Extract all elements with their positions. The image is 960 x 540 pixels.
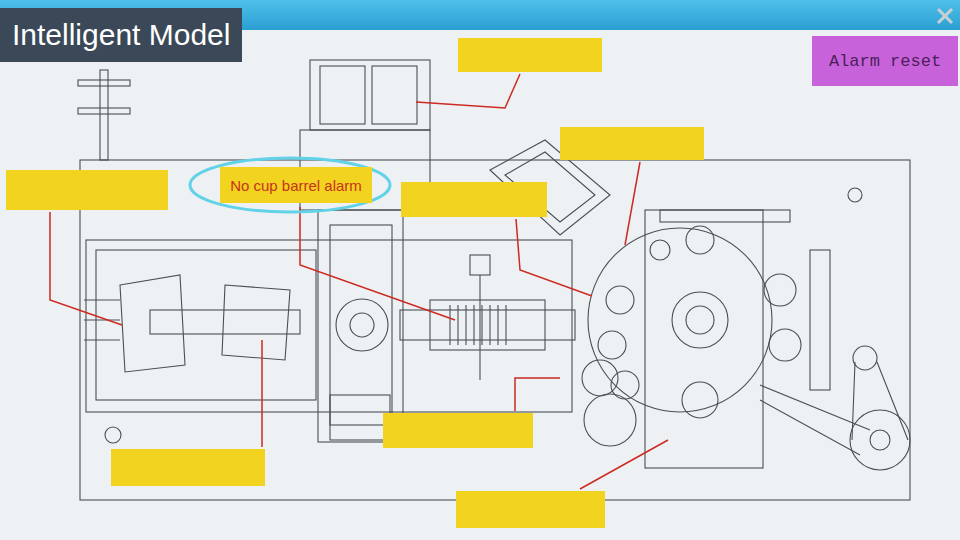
- leader-lines: [50, 74, 668, 489]
- node-text: No cup barrel alarm: [230, 177, 362, 194]
- machine-drawing: [78, 60, 910, 500]
- close-icon: [938, 9, 952, 23]
- reset-button: Alarm reset: [812, 36, 958, 86]
- highlight-ring: [190, 158, 390, 212]
- alarm-label: No cup barrel alarm: [220, 167, 372, 203]
- node-text: Alarm reset: [829, 52, 941, 71]
- empty-callout-boxes: [6, 38, 704, 528]
- screen-ground: [0, 30, 960, 540]
- title-overlay: Intelligent Model: [0, 8, 242, 62]
